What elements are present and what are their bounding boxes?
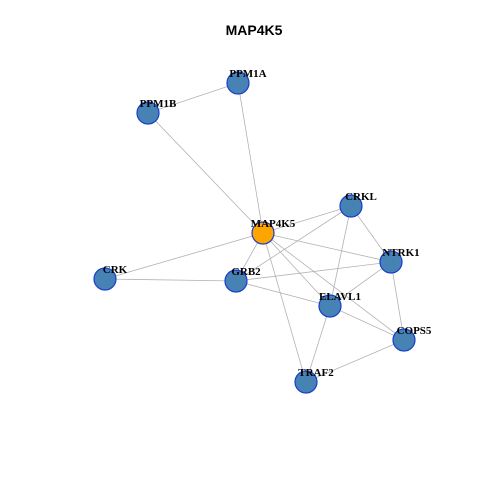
edge-ntrk1-cops5	[390, 261, 405, 341]
node-label-ppm1a: PPM1A	[229, 68, 266, 80]
edge-ppm1b-map4k5	[147, 112, 264, 234]
edge-ntrk1-elavl1	[329, 261, 392, 307]
edge-elavl1-cops5	[329, 305, 405, 341]
node-label-ppm1b: PPM1B	[140, 98, 177, 110]
edge-elavl1-traf2	[305, 305, 331, 383]
edge-cops5-traf2	[305, 339, 405, 383]
node-label-ntrk1: NTRK1	[382, 247, 419, 259]
edge-map4k5-elavl1	[262, 232, 331, 307]
node-elavl1[interactable]	[318, 294, 342, 318]
edge-crk-grb2	[104, 278, 237, 282]
node-label-crk: CRK	[103, 264, 128, 276]
node-cops5[interactable]	[392, 328, 416, 352]
edge-crkl-grb2	[235, 205, 352, 282]
graph-title: MAP4K5	[226, 22, 283, 38]
node-crkl[interactable]	[339, 194, 363, 218]
node-grb2[interactable]	[224, 269, 248, 293]
node-label-traf2: TRAF2	[298, 367, 334, 379]
node-ppm1b[interactable]	[136, 101, 160, 125]
edge-map4k5-traf2	[262, 232, 307, 383]
node-traf2[interactable]	[294, 370, 318, 394]
node-label-cops5: COPS5	[397, 325, 432, 337]
node-crk[interactable]	[93, 267, 117, 291]
edge-map4k5-ntrk1	[262, 232, 392, 263]
edge-map4k5-cops5	[262, 232, 405, 341]
edge-crkl-elavl1	[329, 205, 352, 307]
node-label-elavl1: ELAVL1	[319, 291, 361, 303]
node-map4k5[interactable]	[251, 221, 275, 245]
node-label-grb2: GRB2	[231, 266, 261, 278]
node-ntrk1[interactable]	[379, 250, 403, 274]
edge-ppm1a-ppm1b	[147, 82, 239, 114]
edge-ppm1a-map4k5	[237, 82, 264, 234]
edge-grb2-elavl1	[235, 280, 331, 307]
edge-ntrk1-grb2	[235, 261, 392, 282]
edge-map4k5-crk	[104, 232, 264, 280]
node-ppm1a[interactable]	[226, 71, 250, 95]
edge-map4k5-crkl	[262, 205, 352, 234]
node-label-map4k5: MAP4K5	[251, 218, 296, 230]
nodes-layer	[93, 71, 416, 394]
node-label-crkl: CRKL	[345, 191, 377, 203]
